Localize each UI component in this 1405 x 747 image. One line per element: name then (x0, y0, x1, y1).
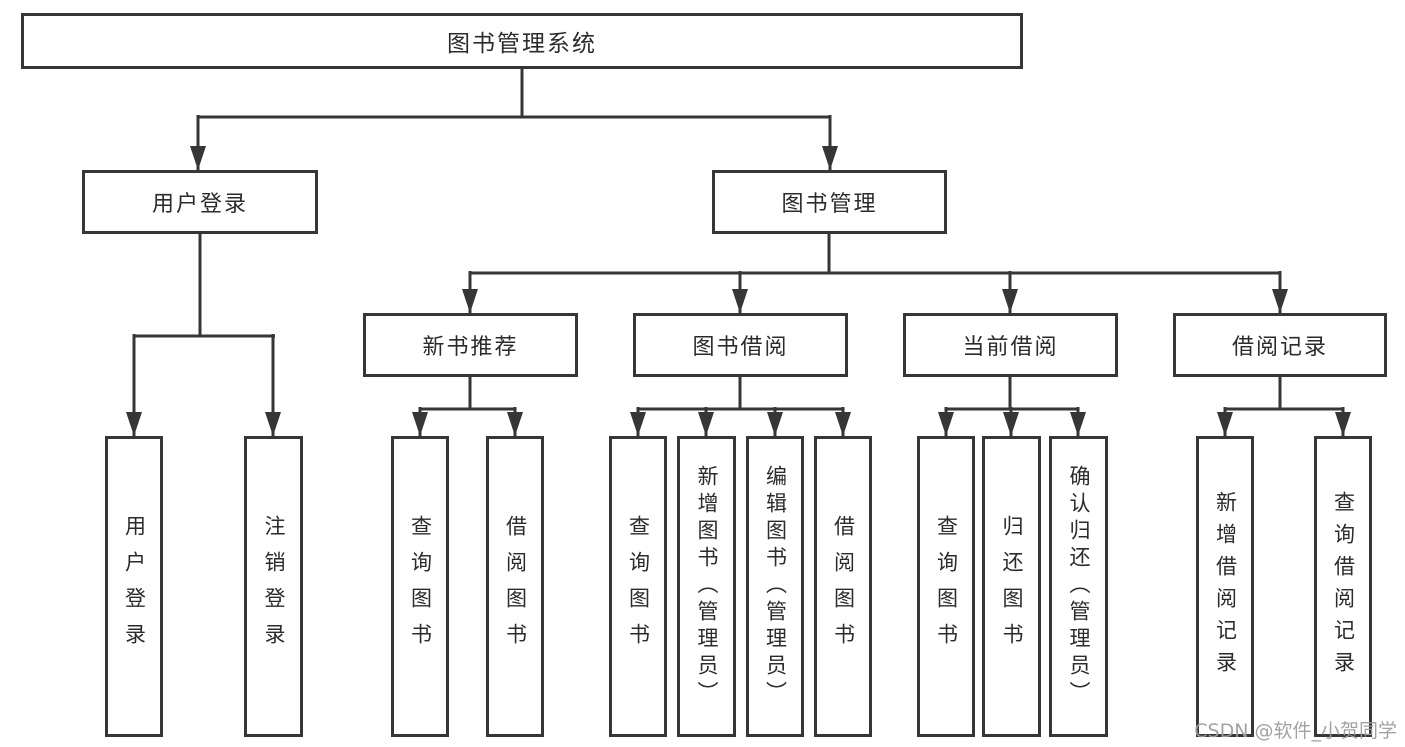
node-root-label: 图书管理系统 (447, 31, 597, 57)
leaf-confirm-return-admin-label: 确认归还（管理员） (1067, 465, 1091, 708)
leaf-query-borrow-record-label: 查询借阅记录 (1331, 490, 1356, 683)
leaf-logout-login: 注销登录 (244, 436, 303, 737)
node-current-borrow-label: 当前借阅 (962, 335, 1059, 360)
node-book-borrow: 图书借阅 (633, 313, 848, 377)
connector-book-borrow (630, 377, 851, 436)
leaf-borrow-books-recommend-label: 借阅图书 (503, 514, 528, 659)
leaf-add-book-admin-label: 新增图书（管理员） (695, 465, 719, 708)
leaf-user-login: 用户登录 (105, 436, 163, 737)
leaf-query-books-borrow-label: 查询图书 (626, 514, 651, 659)
leaf-edit-book-admin: 编辑图书（管理员） (746, 436, 804, 737)
leaf-add-borrow-record: 新增借阅记录 (1196, 436, 1254, 737)
node-current-borrow: 当前借阅 (903, 313, 1118, 377)
csdn-watermark: CSDN @软件_小贺同学 (1194, 720, 1397, 742)
node-user-login: 用户登录 (82, 170, 318, 234)
leaf-confirm-return-admin: 确认归还（管理员） (1049, 436, 1108, 737)
node-book-mgmt-label: 图书管理 (781, 192, 878, 217)
node-book-mgmt: 图书管理 (712, 170, 947, 234)
leaf-add-book-admin: 新增图书（管理员） (677, 436, 736, 737)
leaf-query-books-current: 查询图书 (917, 436, 975, 737)
leaf-logout-login-label: 注销登录 (262, 514, 286, 659)
leaf-return-book: 归还图书 (982, 436, 1041, 737)
leaf-query-borrow-record: 查询借阅记录 (1314, 436, 1372, 737)
leaf-borrow-books-label: 借阅图书 (831, 514, 856, 659)
leaf-query-books-recommend-label: 查询图书 (408, 514, 433, 659)
connector-current-borrow (938, 377, 1086, 436)
leaf-edit-book-admin-label: 编辑图书（管理员） (763, 465, 788, 708)
leaf-query-books-borrow: 查询图书 (609, 436, 667, 737)
node-new-book-recommend: 新书推荐 (363, 313, 578, 377)
connector-borrow-records (1217, 377, 1351, 436)
leaf-query-books-recommend: 查询图书 (391, 436, 449, 737)
leaf-borrow-books: 借阅图书 (814, 436, 872, 737)
leaf-query-books-current-label: 查询图书 (934, 514, 959, 659)
node-user-login-label: 用户登录 (151, 192, 248, 217)
node-borrow-records: 借阅记录 (1173, 313, 1387, 377)
connector-book-mgmt (462, 234, 1288, 313)
connector-new-book-recommend (412, 377, 523, 436)
connector-root-to-level2 (190, 69, 838, 170)
node-new-book-recommend-label: 新书推荐 (422, 335, 519, 360)
node-borrow-records-label: 借阅记录 (1231, 335, 1328, 360)
node-root: 图书管理系统 (21, 13, 1023, 69)
node-book-borrow-label: 图书借阅 (692, 335, 789, 360)
connector-user-login (126, 234, 281, 436)
leaf-borrow-books-recommend: 借阅图书 (486, 436, 544, 737)
leaf-add-borrow-record-label: 新增借阅记录 (1213, 490, 1238, 683)
leaf-return-book-label: 归还图书 (1000, 514, 1024, 659)
leaf-user-login-label: 用户登录 (122, 514, 147, 659)
